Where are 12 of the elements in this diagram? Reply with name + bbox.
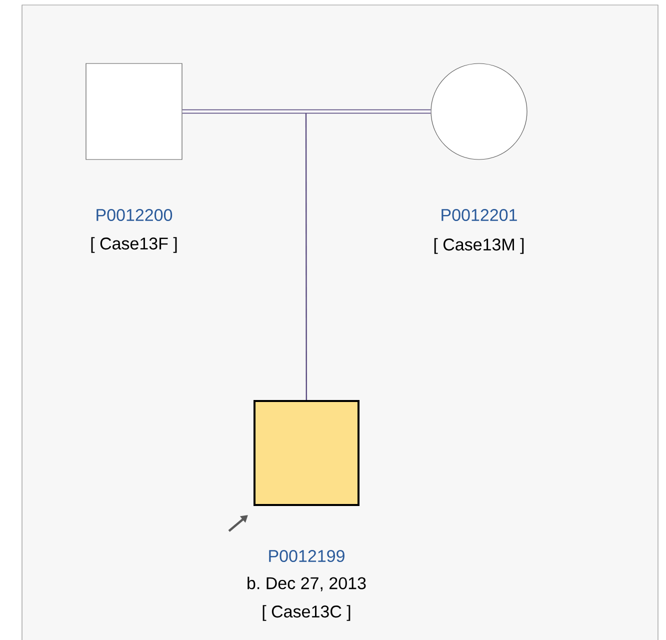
individual-id: P0012199 xyxy=(269,550,344,562)
individual-id: P0012200 xyxy=(96,208,172,222)
descent-line xyxy=(305,114,308,400)
case-label: [ Case13M ] xyxy=(434,238,524,254)
pedigree-square xyxy=(86,63,182,160)
mating-line xyxy=(182,109,431,114)
pedigree-circle xyxy=(430,63,528,160)
case-label: [ Case13C ] xyxy=(262,605,350,621)
individual-id: P0012201 xyxy=(442,208,517,222)
case-label: [ Case13F ] xyxy=(91,237,177,253)
birth-date: b. Dec 27, 2013 xyxy=(248,576,366,592)
pedigree-square xyxy=(254,400,360,506)
